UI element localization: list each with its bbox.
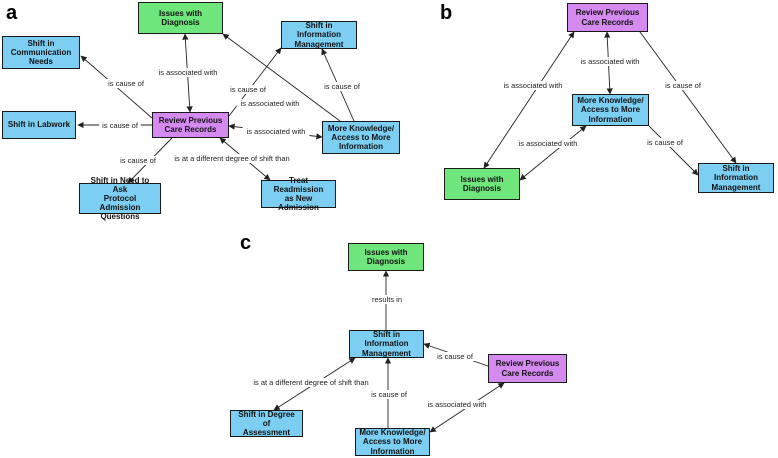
a-edge-review-labwork-label-bg bbox=[99, 121, 141, 130]
c-edge-info-degree-label-bg bbox=[241, 378, 381, 387]
b-edge-review-info-label: is cause of bbox=[665, 81, 702, 90]
c-edge-info-degree-label: is at a different degree of shift than bbox=[253, 378, 368, 387]
c-shift-in-degree-of-assessment-node: Shift in Degree of Assessment bbox=[230, 410, 303, 437]
b-edge-review-knowledge-label-bg bbox=[576, 57, 644, 66]
a-edge-issues-knowledge-label: is associated with bbox=[241, 99, 300, 108]
b-edge-review-issues-label-bg bbox=[499, 81, 567, 90]
a-more-knowledge-node: More Knowledge/ Access to More Informati… bbox=[322, 121, 400, 154]
a-treat-readmission-node: Treat Readmission as New Admission bbox=[261, 176, 336, 212]
a-edge-review-issues-label-bg bbox=[154, 68, 222, 77]
b-edge-review-issues bbox=[483, 31, 575, 169]
c-more-knowledge-node: More Knowledge/ Access to More Informati… bbox=[355, 428, 430, 456]
a-edge-review-protocol-label-bg bbox=[117, 156, 159, 165]
b-edge-knowledge-issues-label-bg bbox=[514, 139, 582, 148]
b-edge-knowledge-info-label-bg bbox=[644, 138, 686, 147]
a-review-previous-care-records-node: Review Previous Care Records bbox=[152, 112, 229, 138]
c-review-previous-care-records-node: Review Previous Care Records bbox=[488, 354, 567, 383]
a-shift-in-communication-needs-node: Shift in Communication Needs bbox=[2, 36, 80, 69]
c-edge-knowledge-info-label-bg bbox=[368, 390, 410, 399]
a-edge-review-info-label: is cause of bbox=[230, 85, 267, 94]
c-edge-review-info-label: is cause of bbox=[437, 352, 474, 361]
panel-a-label: a bbox=[6, 2, 18, 24]
a-edge-review-knowledge-label: is associated with bbox=[247, 127, 306, 136]
c-issues-with-diagnosis-node: Issues with Diagnosis bbox=[348, 243, 424, 271]
b-issues-with-diagnosis-node: Issues with Diagnosis bbox=[444, 168, 520, 200]
a-edge-review-issues-label: is associated with bbox=[159, 68, 218, 77]
c-edge-knowledge-info-label: is cause of bbox=[371, 390, 408, 399]
b-edge-review-info bbox=[639, 31, 737, 164]
a-issues-with-diagnosis-node: Issues with Diagnosis bbox=[138, 2, 223, 34]
b-edge-knowledge-issues bbox=[519, 125, 587, 181]
b-review-previous-care-records-node: Review Previous Care Records bbox=[567, 3, 648, 32]
b-edge-knowledge-info bbox=[648, 125, 699, 176]
a-edge-review-labwork-label: is cause of bbox=[102, 121, 139, 130]
a-edge-issues-knowledge bbox=[222, 33, 341, 122]
panel-c-label: c bbox=[240, 232, 252, 254]
a-edge-review-treat-label: is at a different degree of shift than bbox=[174, 154, 289, 163]
c-edge-info-issues-label-bg bbox=[368, 295, 406, 304]
c-edge-info-issues-label: results in bbox=[372, 295, 402, 304]
a-shift-in-labwork-node: Shift in Labwork bbox=[2, 111, 76, 139]
a-edge-review-comm-label: is cause of bbox=[108, 79, 145, 88]
a-shift-in-information-management-node: Shift in Information Management bbox=[281, 21, 357, 49]
b-more-knowledge-node: More Knowledge/ Access to More Informati… bbox=[572, 94, 649, 126]
b-edge-knowledge-issues-label: is associated with bbox=[519, 139, 578, 148]
b-shift-in-information-management-node: Shift in Information Management bbox=[698, 163, 774, 193]
b-edge-review-issues-label: is associated with bbox=[504, 81, 563, 90]
a-edge-issues-knowledge-label-bg bbox=[236, 99, 304, 108]
b-edge-knowledge-info-label: is cause of bbox=[647, 138, 684, 147]
a-edge-review-info-label-bg bbox=[227, 85, 269, 94]
a-shift-in-need-to-ask-protocol-node: Shift in Need to Ask Protocol Admission … bbox=[79, 176, 161, 221]
a-edge-review-treat-label-bg bbox=[162, 154, 302, 163]
c-shift-in-information-management-node: Shift in Information Management bbox=[349, 330, 424, 358]
panel-b-label: b bbox=[440, 2, 453, 24]
c-edge-review-knowledge-label-bg bbox=[423, 400, 491, 409]
a-edge-review-comm-label-bg bbox=[105, 79, 147, 88]
a-edge-review-knowledge-label-bg bbox=[242, 127, 310, 136]
a-edge-knowledge-info-label-bg bbox=[321, 82, 363, 91]
b-edge-review-knowledge-label: is associated with bbox=[581, 57, 640, 66]
a-edge-review-protocol-label: is cause of bbox=[120, 156, 157, 165]
b-edge-review-info-label-bg bbox=[662, 81, 704, 90]
c-edge-review-knowledge-label: is associated with bbox=[428, 400, 487, 409]
c-edge-review-info-label-bg bbox=[434, 352, 476, 361]
a-edge-knowledge-info-label: is cause of bbox=[324, 82, 361, 91]
